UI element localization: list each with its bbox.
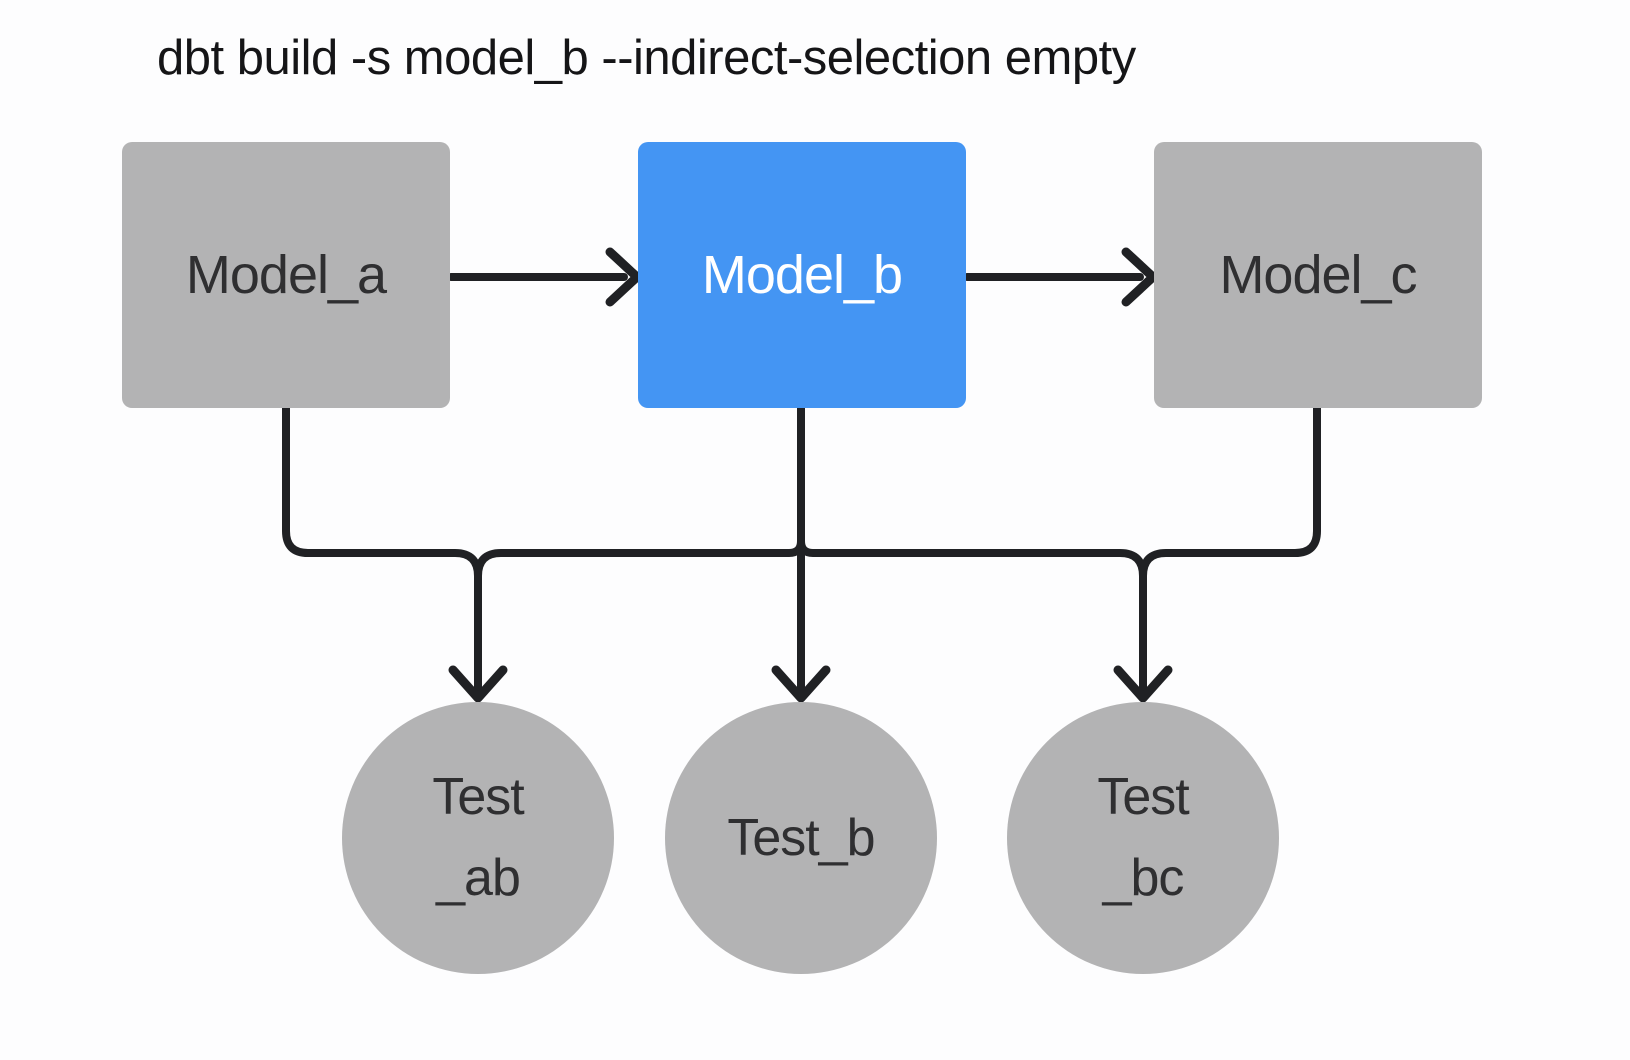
arrowhead-model-c (1121, 247, 1158, 307)
node-test-ab-label-line1: Test (432, 768, 524, 827)
node-test-b: Test_b (665, 702, 937, 974)
node-test-ab: Test _ab (342, 702, 614, 974)
node-model-a: Model_a (122, 142, 450, 408)
edge-model-a-to-test-ab (282, 404, 482, 694)
arrowhead-test-bc (1113, 665, 1173, 703)
node-model-b-label: Model_b (701, 245, 903, 305)
node-test-bc-label-line2: _bc (1102, 849, 1185, 907)
arrowhead-test-b (771, 665, 831, 703)
edge-model-b-to-test-bc (797, 537, 1147, 694)
node-model-a-label: Model_a (185, 245, 387, 305)
arrowhead-model-b (605, 247, 642, 307)
node-test-b-label: Test_b (727, 808, 875, 867)
arrowhead-test-ab (448, 665, 508, 703)
node-test-bc-label-line1: Test (1097, 768, 1189, 827)
node-model-c-label: Model_c (1219, 245, 1417, 305)
node-model-c: Model_c (1154, 142, 1482, 408)
edge-model-b-to-test-ab (474, 537, 805, 694)
node-model-b: Model_b (638, 142, 966, 408)
edge-model-c-to-test-bc (1139, 404, 1321, 694)
node-test-ab-label-line2: _ab (436, 849, 521, 907)
node-test-bc: Test _bc (1007, 702, 1279, 974)
command-title: dbt build -s model_b --indirect-selectio… (157, 31, 1136, 85)
